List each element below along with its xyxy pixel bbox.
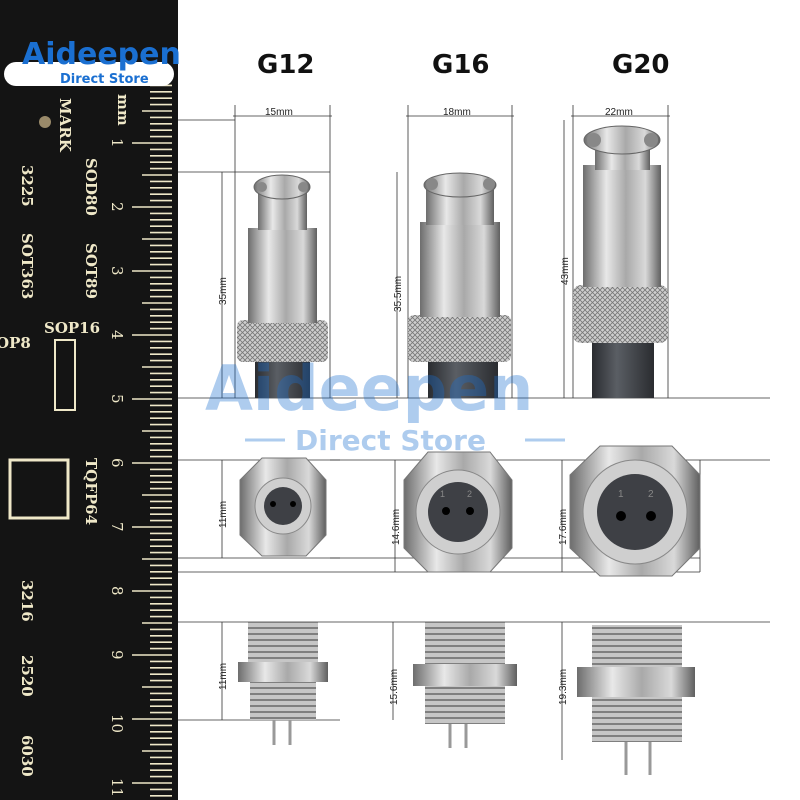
ruler-label-sop16: SOP16 bbox=[44, 319, 100, 337]
ruler-number: 7 bbox=[108, 522, 126, 532]
brand-logo: Aideepen Direct Store bbox=[4, 37, 181, 87]
title-g20: G20 bbox=[612, 50, 670, 80]
g20-socket-side bbox=[577, 625, 695, 775]
ruler-number: 4 bbox=[108, 330, 126, 340]
dim-g20-width: 22mm bbox=[605, 107, 633, 118]
ruler-label-sod80: SOD80 bbox=[82, 158, 100, 216]
ruler-numbers: 1 2 3 4 5 6 7 8 9 10 11 bbox=[108, 138, 126, 797]
g20-socket-front: 1 2 bbox=[569, 445, 701, 577]
g16-pin-2-label: 2 bbox=[467, 489, 472, 499]
ruler-number: 1 bbox=[108, 138, 126, 148]
ruler-number: 5 bbox=[108, 394, 126, 404]
title-g16: G16 bbox=[432, 50, 490, 80]
g20-plug bbox=[573, 125, 668, 398]
g20-pin-1-label: 1 bbox=[618, 489, 624, 500]
dim-g12-width: 15mm bbox=[265, 107, 293, 118]
ruler: mm 1 2 3 4 5 6 7 8 9 10 11 MARK SOD80 3225 SOT89 S… bbox=[0, 0, 178, 800]
ruler-number: 8 bbox=[108, 586, 126, 596]
g16-socket-front: 1 2 bbox=[403, 451, 513, 573]
g16-pin-1-label: 1 bbox=[440, 489, 445, 499]
brand-name: Aideepen bbox=[22, 37, 181, 72]
g12-plug bbox=[237, 174, 328, 398]
g16-socket-side bbox=[413, 622, 517, 748]
watermark-tagline: Direct Store bbox=[295, 424, 486, 457]
dim-g20-face: 17.6mm bbox=[558, 509, 569, 545]
ruler-number: 11 bbox=[108, 778, 126, 797]
ruler-unit: mm bbox=[114, 94, 132, 126]
ruler-label-3216: 3216 bbox=[18, 580, 36, 622]
ruler-number: 6 bbox=[108, 458, 126, 468]
ruler-label-sot89: SOT89 bbox=[82, 243, 100, 299]
ruler-number: 3 bbox=[108, 266, 126, 276]
g12-socket-front bbox=[239, 457, 327, 557]
dim-g12-thread: 11mm bbox=[218, 663, 229, 690]
dim-g16-height: 35.5mm bbox=[393, 276, 404, 312]
ruler-number: 10 bbox=[108, 714, 126, 733]
dim-g20-thread: 19.3mm bbox=[558, 669, 569, 705]
dim-g16-width: 18mm bbox=[443, 107, 471, 118]
brand-tagline: Direct Store bbox=[60, 72, 149, 87]
ruler-label-6030: 6030 bbox=[18, 735, 36, 777]
ruler-number: 9 bbox=[108, 650, 126, 660]
ruler-label-2520: 2520 bbox=[18, 655, 36, 697]
ruler-ticks bbox=[132, 78, 172, 797]
ruler-label-mark: MARK bbox=[56, 98, 74, 153]
dim-g12-face: 11mm bbox=[218, 501, 229, 528]
dim-g16-thread: 15.6mm bbox=[389, 669, 400, 705]
ruler-label-3225: 3225 bbox=[18, 165, 36, 207]
ruler-label-tqfp64: TQFP64 bbox=[82, 458, 100, 525]
dim-g16-face: 14.6mm bbox=[391, 509, 402, 545]
watermark-name: Aideepen bbox=[205, 352, 533, 425]
dim-g12-height: 35mm bbox=[218, 277, 229, 305]
ruler-number: 2 bbox=[108, 202, 126, 212]
dim-g20-height: 43mm bbox=[560, 257, 571, 285]
watermark: Aideepen Direct Store bbox=[205, 352, 565, 457]
ruler-label-sot363: SOT363 bbox=[18, 233, 36, 299]
title-g12: G12 bbox=[257, 50, 315, 80]
g20-pin-2-label: 2 bbox=[648, 489, 654, 500]
ruler-label-op8: OP8 bbox=[0, 334, 31, 352]
g16-plug bbox=[408, 172, 511, 398]
g12-socket-side bbox=[238, 622, 328, 745]
